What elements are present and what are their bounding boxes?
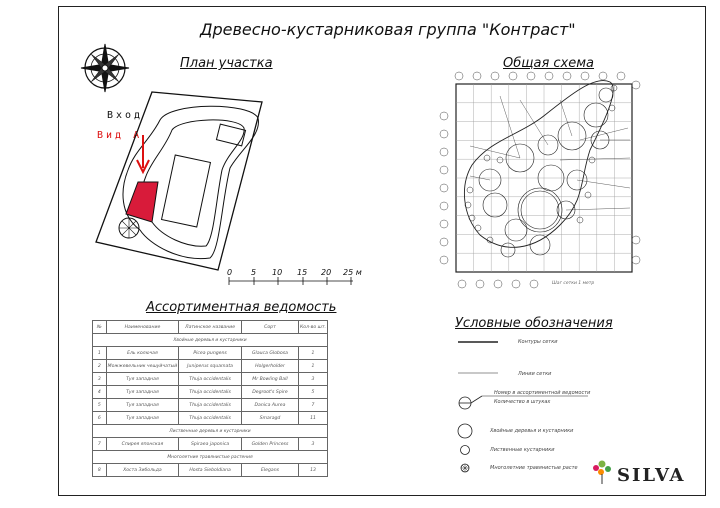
table-header-cell: Наименование [105,320,180,334]
assortment-table: № Наименование Латинское название Сорт К… [92,320,328,477]
table-header-cell: Кол-во шт. [298,320,328,334]
sheet-title: Древесно-кустарниковая группа "Контраст" [200,20,576,39]
grid-step-caption: Шаг сетки 1 метр [552,281,595,286]
legend-item-grid-lines: Линии сетки [518,371,552,377]
scheme-title: Общая схема [503,56,595,71]
scale-tick-label: 25 м [343,268,362,277]
vedomost-title: Ассортиментная ведомость [146,300,337,315]
scale-tick-label: 15 [297,268,308,277]
entry-label: Вход [107,110,144,121]
legend-item-grid-contour: Контуры сетки [518,339,558,345]
compass-icon [80,43,130,93]
table-header-cell: № [92,320,107,334]
table-group-row: Многолетние травянистые растения [92,450,328,464]
scale-tick-label: 20 [321,268,332,277]
silva-logo-icon [593,460,611,484]
plan-title: План участка [180,56,273,71]
legend-title: Условные обозначения [455,316,613,331]
legend-item-perennials: Многолетние травянистые расте [490,465,578,471]
scale-tick-label: 0 [227,268,233,277]
scale-bar [228,277,353,285]
scale-tick-label: 10 [272,268,283,277]
legend-symbols [457,341,588,473]
legend-item-conifers: Хвойные деревья и кустарники [490,428,574,434]
table-header-cell: Сорт [240,320,300,334]
table-group-row: Лиственные деревья и кустарники [92,424,328,438]
table-group-row: Хвойные деревья и кустарники [92,333,328,347]
table-header-row: № Наименование Латинское название Сорт К… [92,320,328,334]
scale-tick-label: 5 [251,268,257,277]
legend-item-quantity: Количество в штуках [494,399,551,405]
legend-item-number: Номер в ассортиментной ведомости [494,390,591,396]
legend-item-deciduous: Лиственные кустарники [490,447,555,453]
drawing-frame [58,6,706,496]
table-header-cell: Латинское название [178,320,242,334]
brand-logo-text: SILVA [617,465,686,486]
view-a-label: Вид А [97,130,143,141]
general-scheme [439,71,641,289]
site-plan [95,91,263,271]
